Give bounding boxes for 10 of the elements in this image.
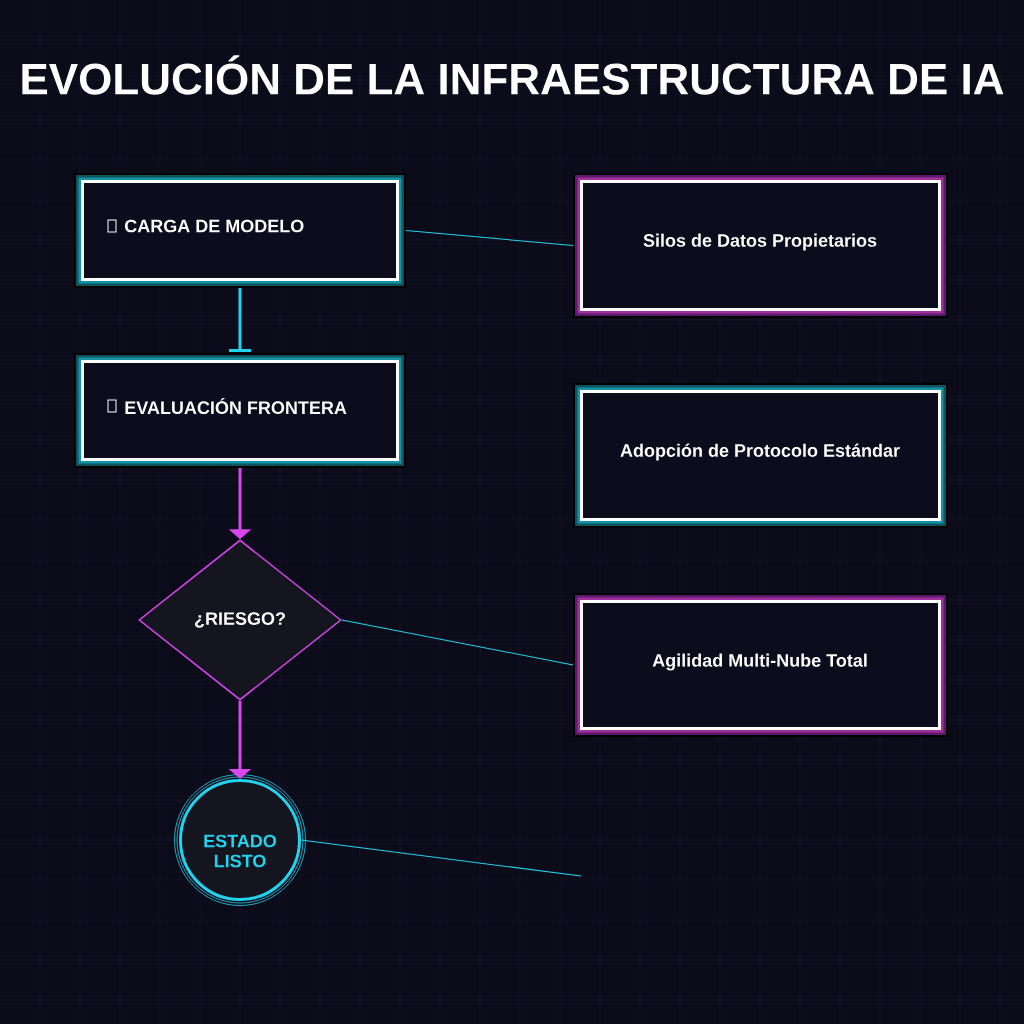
connector-line [405,230,574,246]
process-box: Agilidad Multi-Nube Total [573,593,948,737]
bar-end-connector [229,288,251,352]
process-box: CARGA DE MODELO [74,173,406,288]
connector-line [341,619,574,666]
process-box: Silos de Datos Propietarios [573,173,948,318]
process-box: Adopción de Protocolo Estándar [573,383,948,528]
process-box: EVALUACIÓN FRONTERA [74,353,406,468]
title: EVOLUCIÓN DE LA INFRAESTRUCTURA DE IA [22,55,1004,95]
connector-line [300,839,582,877]
